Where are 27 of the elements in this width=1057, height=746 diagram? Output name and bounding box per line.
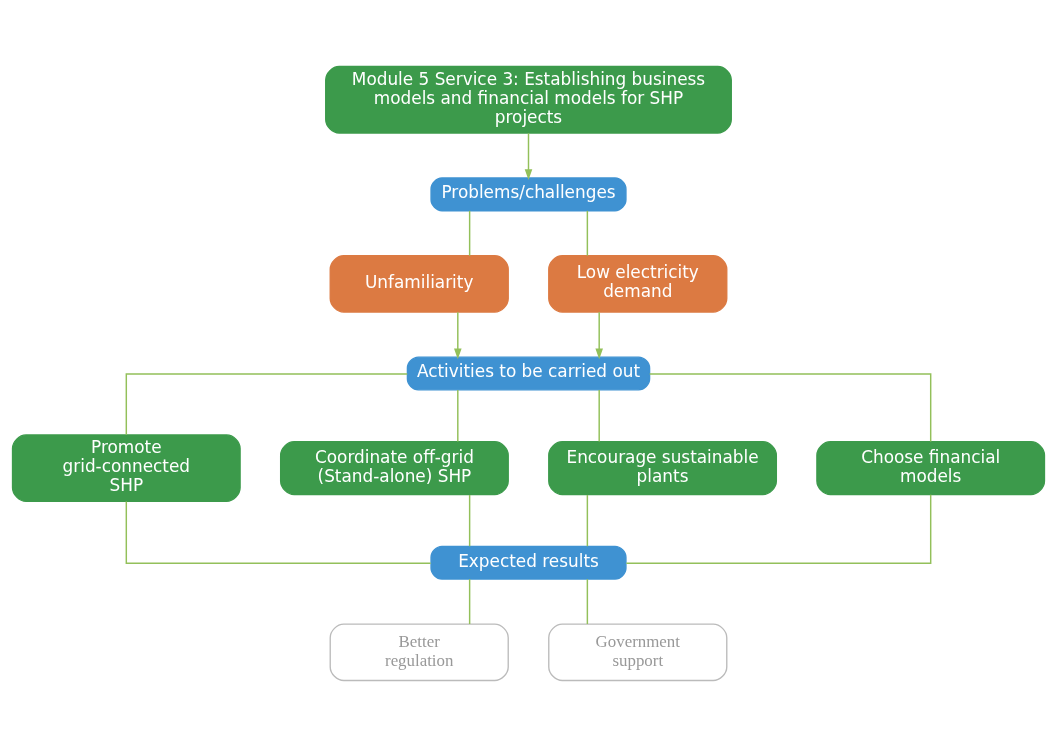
- node-box: Unfamiliarity: [329, 254, 509, 313]
- connector: [649, 372, 932, 442]
- connector: [586, 577, 589, 625]
- node-box: Government support: [548, 623, 728, 681]
- connector: [586, 209, 589, 256]
- node-box: Expected results: [430, 545, 627, 580]
- connector: [457, 388, 459, 442]
- node-box: Encourage sustainable plants: [548, 440, 778, 495]
- node-box: Coordinate off-grid (Stand-alone) SHP: [279, 440, 509, 495]
- connector: [468, 493, 471, 547]
- arrow: [595, 311, 603, 359]
- node-box: Promote grid-connected SHP: [11, 433, 241, 502]
- node-box: Module 5 Service 3: Establishing business models and financial models for SHP projects: [325, 65, 732, 134]
- node-box: Low electricity demand: [548, 254, 728, 313]
- connector: [586, 493, 589, 547]
- connector: [125, 500, 432, 564]
- node-box: Problems/challenges: [430, 176, 627, 211]
- node-box: Activities to be carried out: [406, 356, 651, 390]
- arrow: [454, 311, 462, 359]
- arrow: [524, 132, 533, 180]
- node-box: Choose financial models: [816, 440, 1046, 495]
- connector: [125, 372, 408, 435]
- connector: [625, 493, 932, 564]
- connector: [468, 577, 471, 625]
- connector: [468, 209, 471, 256]
- node-box: Better regulation: [329, 623, 509, 681]
- connector: [598, 388, 600, 442]
